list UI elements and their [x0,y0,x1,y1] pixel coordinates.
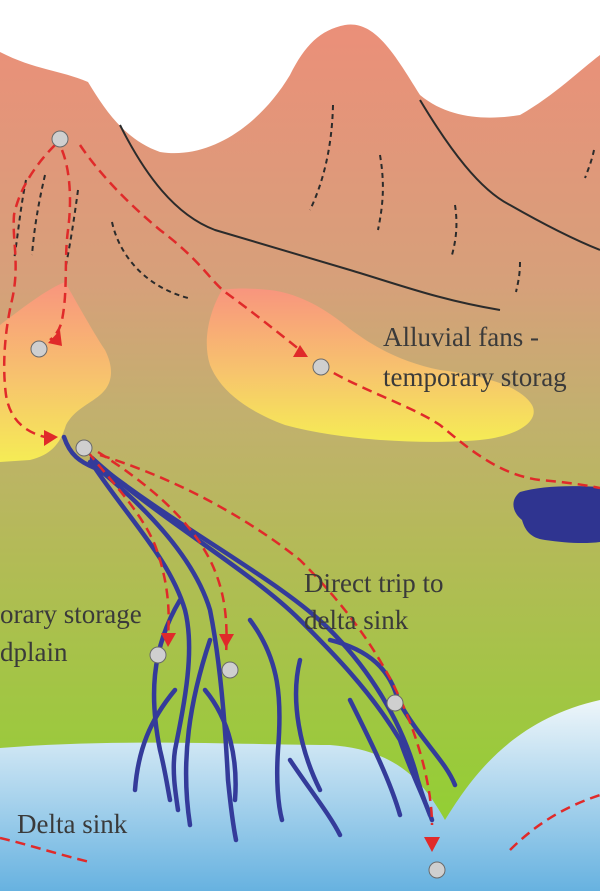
arrowhead [48,330,62,346]
sediment-grain-fan-left [30,340,48,358]
mountain-landscape [0,24,600,891]
delta-sink-sea [0,700,600,891]
river-channels [61,434,458,843]
sediment-grain-floodplain-2 [221,661,239,679]
arrowhead [44,430,58,446]
sediment-grains [30,130,446,879]
sediment-transport-paths [0,144,600,864]
sediment-grain-channel [386,694,404,712]
sediment-arrowheads [44,330,440,852]
arrowhead [424,837,440,852]
lake [513,486,600,544]
arrowhead [161,633,176,647]
label-direct-trip-1: Direct trip to [304,568,444,598]
alluvial-fan-left [0,282,112,462]
ridge-line [419,99,600,251]
sediment-grain-delta [428,861,446,879]
label-alluvial-fans-2: temporary storag [383,362,567,392]
label-floodplain-1: orary storage [0,599,142,629]
alluvial-fan-right [206,288,534,442]
label-alluvial-fans-1: Alluvial fans - [383,322,539,352]
sediment-grain-channel-head [75,439,93,457]
sediment-grain-fan-right [312,358,330,376]
label-direct-trip-2: delta sink [304,605,409,635]
sediment-grain-floodplain-1 [149,646,167,664]
ridge-line [119,124,501,311]
label-delta-sink: Delta sink [17,809,128,839]
label-floodplain-2: dplain [0,637,68,667]
arrowhead [293,345,308,357]
arrowhead [219,634,234,648]
sediment-grain-source [51,130,69,148]
